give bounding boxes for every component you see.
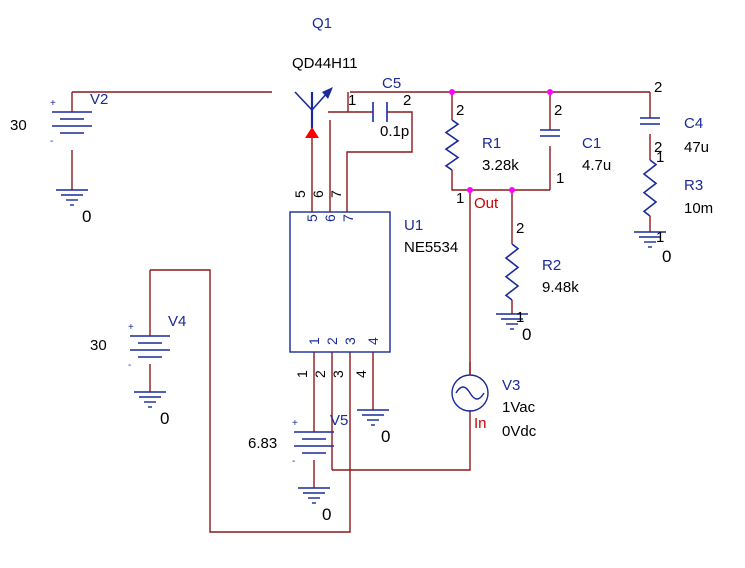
c5-value: 0.1p — [380, 123, 409, 140]
net-in-label: In — [474, 415, 487, 432]
u1-model: NE5534 — [404, 239, 458, 256]
c5-ref: C5 — [382, 75, 401, 92]
u1-inner-pin-bottom-4: 4 — [365, 337, 381, 345]
r1-zigzag — [444, 119, 460, 171]
junction-out — [467, 187, 473, 193]
u1-inner-pin-top-7: 7 — [340, 214, 356, 222]
u1-inner-pin-bottom-2: 2 — [324, 337, 340, 345]
v4-minus-sign: - — [128, 360, 131, 371]
v2-plus-sign: + — [50, 98, 56, 109]
v3-ref: V3 — [502, 377, 520, 394]
u1-ext-pin-bottom-2: 3 — [330, 370, 346, 378]
v2-ref: V2 — [90, 91, 108, 108]
q1-collector — [294, 91, 313, 111]
u1-ground-label: 0 — [381, 427, 390, 446]
u1-inner-pin-bottom-3: 3 — [342, 337, 358, 345]
wire-v4-loop — [150, 269, 351, 533]
r2-zigzag — [504, 243, 520, 301]
c4-ref: C4 — [684, 115, 703, 132]
r1-ref: R1 — [482, 135, 501, 152]
v4-value: 30 — [90, 337, 107, 354]
c1-pin1: 1 — [556, 170, 564, 187]
u1-ext-pin-bottom-3: 4 — [353, 370, 369, 378]
r2-value: 9.48k — [542, 279, 579, 296]
u1-ext-pin-top-2: 7 — [328, 190, 344, 198]
u1-inner-pin-bottom-1: 1 — [306, 337, 322, 345]
v5-ref: V5 — [330, 412, 348, 429]
q1-base-arrow — [305, 127, 319, 138]
c4-pin2-top: 2 — [654, 79, 662, 96]
r2-ref: R2 — [542, 257, 561, 274]
u1-ext-pin-bottom-0: 1 — [294, 370, 310, 378]
c1-value: 4.7u — [582, 157, 611, 174]
wire-r1-bottom — [451, 170, 470, 191]
r3-pin1-bottom: 1 — [656, 229, 664, 246]
c1-ref: C1 — [582, 135, 601, 152]
junction-r2 — [509, 187, 515, 193]
wire-c5-to-pin7 — [346, 111, 413, 212]
wires — [71, 91, 651, 533]
v2-value: 30 — [10, 117, 27, 134]
u1-ref: U1 — [404, 217, 423, 234]
wire-v3-to-u1-pin3 — [332, 410, 471, 471]
r2-pin2: 2 — [516, 220, 524, 237]
u1-ext-pin-top-1: 6 — [310, 190, 326, 198]
c5-pin1: 1 — [348, 92, 356, 109]
v4-ref: V4 — [168, 313, 186, 330]
r3-pin1-top: 1 — [656, 149, 664, 166]
r1-pin2: 2 — [456, 102, 464, 119]
r1-value: 3.28k — [482, 157, 519, 174]
c5-pin2: 2 — [403, 92, 411, 109]
net-out-label: Out — [474, 195, 499, 212]
v5-ground-label: 0 — [322, 505, 331, 524]
r3-ground-label: 0 — [662, 247, 671, 266]
q1-ref: Q1 — [312, 15, 332, 32]
v3-sine — [455, 386, 485, 400]
u1-inner-pin-top-6: 6 — [322, 214, 338, 222]
r1-pin1: 1 — [456, 190, 464, 207]
u1-ext-pin-bottom-1: 2 — [312, 370, 328, 378]
c1-pin2: 2 — [554, 102, 562, 119]
v3-dc: 0Vdc — [502, 423, 537, 440]
u1-inner-pin-top-5: 5 — [304, 214, 320, 222]
v2-minus-sign: - — [50, 136, 53, 147]
q1-emitter-arrow — [322, 87, 333, 99]
u1-ext-pin-top-0: 5 — [292, 190, 308, 198]
r2-ground-label: 0 — [522, 325, 531, 344]
v5-plus-sign: + — [292, 418, 298, 429]
q1-model: QD44H11 — [292, 55, 358, 72]
c4-pin2-bottom: 2 — [654, 139, 662, 156]
v4-plus-sign: + — [128, 322, 134, 333]
r3-value: 10m — [684, 200, 713, 217]
components — [52, 87, 666, 504]
v2-ground-label: 0 — [82, 207, 91, 226]
junction-r1 — [449, 89, 455, 95]
c4-value: 47u — [684, 139, 709, 156]
r2-pin1: 1 — [516, 309, 524, 326]
u1-body — [289, 211, 391, 353]
v5-minus-sign: - — [292, 456, 295, 467]
v3-ac: 1Vac — [502, 399, 536, 416]
junction-c1 — [547, 89, 553, 95]
v4-ground-label: 0 — [160, 409, 169, 428]
r3-zigzag — [642, 159, 658, 217]
r3-ref: R3 — [684, 177, 703, 194]
v5-value: 6.83 — [248, 435, 277, 452]
